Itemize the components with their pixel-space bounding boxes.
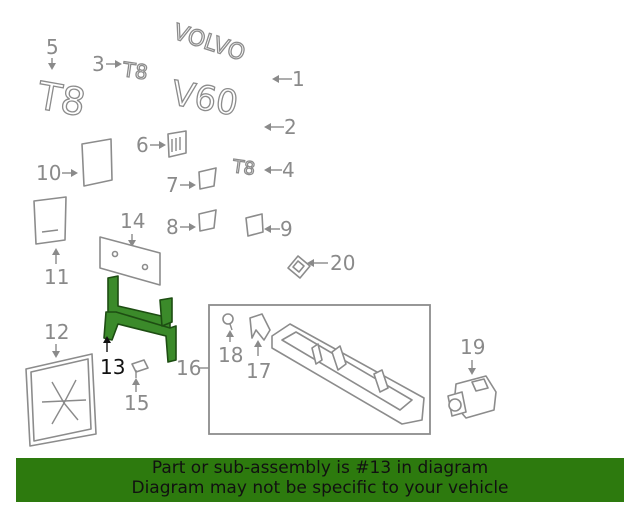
leader-18-arrow (226, 330, 234, 337)
leader-17-arrow (254, 340, 262, 347)
badge-t8-right-text: T8 (230, 156, 256, 180)
part-12-inner (30, 358, 92, 442)
part-9-shape (245, 213, 264, 237)
leader-13-arrow (103, 336, 111, 343)
leader-11-arrow (52, 248, 60, 255)
part-3-t8-small-badge[interactable]: T8 (120, 56, 150, 85)
part-17-seal[interactable] (249, 313, 271, 341)
part-20-clip[interactable] (287, 255, 311, 279)
part-18-head (222, 313, 234, 325)
part-13-upright (159, 297, 173, 327)
part-7-shape (198, 167, 217, 190)
part-11-shape (33, 196, 67, 245)
part-14-hole-2 (141, 263, 149, 271)
part-1-volvo-badge[interactable]: VOLVO (169, 19, 248, 67)
part-14-hole-1 (111, 250, 119, 258)
callout-19: 19 (460, 335, 485, 359)
leader-4-arrow (264, 166, 271, 174)
part-2-v60-badge[interactable]: V60 (168, 73, 242, 125)
part-12-star-bottom (51, 401, 79, 425)
part-9-clip[interactable] (245, 213, 264, 237)
banner-line-2: Diagram may not be specific to your vehi… (131, 478, 509, 498)
part-16-tab-2 (331, 345, 347, 371)
part-17-shape (249, 313, 271, 341)
callout-20: 20 (330, 251, 355, 275)
part-10-cover[interactable] (81, 138, 113, 187)
part-4-t8-badge[interactable]: T8 (230, 155, 257, 180)
part-14-shape (99, 236, 161, 286)
part-8-shape (198, 209, 217, 232)
callout-14: 14 (120, 209, 145, 233)
leader-19-arrow (468, 368, 476, 375)
part-19-lens (448, 398, 462, 412)
badge-v60-text: V60 (168, 73, 240, 124)
leader-5-arrow (48, 63, 56, 70)
part-8-clip[interactable] (198, 209, 217, 232)
callout-18: 18 (218, 343, 243, 367)
badge-volvo-text: VOLVO (170, 20, 248, 67)
callout-1: 1 (292, 67, 305, 91)
part-13-bracket[interactable] (103, 275, 177, 363)
banner-line-1: Part or sub-assembly is #13 in diagram (151, 458, 489, 478)
part-6-shape (167, 130, 187, 158)
leader-7-arrow (189, 181, 196, 189)
part-16-inset-box (208, 304, 431, 435)
leader-12-arrow (52, 351, 60, 358)
part-5-t8-large-badge[interactable]: T8 (33, 73, 90, 126)
leader-20-arrow (307, 259, 314, 267)
callout-6: 6 (136, 133, 149, 157)
part-16-license-lamp[interactable] (271, 323, 425, 425)
part-20-inner (292, 260, 305, 273)
callout-10: 10 (36, 161, 61, 185)
callout-2: 2 (284, 115, 297, 139)
callout-11: 11 (44, 265, 69, 289)
leader-10-arrow (71, 169, 78, 177)
callout-15: 15 (124, 391, 149, 415)
part-13-lower-arm (103, 311, 177, 363)
part-6-emblem[interactable] (167, 130, 187, 158)
callout-7: 7 (166, 173, 179, 197)
part-15-head (131, 359, 149, 373)
part-14-gasket[interactable] (99, 236, 161, 286)
part-16-tab-3 (373, 369, 389, 393)
part-19-camera[interactable] (447, 375, 497, 419)
callout-13: 13 (100, 355, 125, 379)
callout-3: 3 (92, 52, 105, 76)
callout-4: 4 (282, 158, 295, 182)
part-12-emblem-plate[interactable] (25, 353, 97, 447)
part-10-shape (81, 138, 113, 187)
callout-9: 9 (280, 217, 293, 241)
leader-15-arrow (132, 378, 140, 385)
leader-3-arrow (115, 60, 122, 68)
part-15-screw[interactable] (131, 359, 149, 378)
part-16-lens (281, 331, 413, 411)
callout-12: 12 (44, 320, 69, 344)
leader-2-arrow (264, 123, 271, 131)
part-12-star-bar (41, 399, 87, 403)
part-11-cover[interactable] (33, 196, 67, 245)
badge-t8-small-text: T8 (120, 57, 149, 84)
leader-9-arrow (264, 225, 271, 233)
part-19-connector (471, 378, 489, 392)
part-16-tab-1 (311, 343, 323, 365)
badge-t8-large-text: T8 (33, 73, 88, 125)
part-11-detail (41, 229, 59, 233)
info-banner: Part or sub-assembly is #13 in diagram D… (16, 458, 624, 502)
leader-14-arrow (128, 240, 136, 247)
callout-5: 5 (46, 35, 59, 59)
leader-6-arrow (159, 141, 166, 149)
part-7-clip[interactable] (198, 167, 217, 190)
leader-1-arrow (272, 75, 279, 83)
part-18-shank (229, 323, 233, 331)
callout-16: 16 (176, 356, 201, 380)
leader-8-arrow (189, 223, 196, 231)
callout-17: 17 (246, 359, 271, 383)
callout-8: 8 (166, 215, 179, 239)
part-18-screw[interactable] (222, 313, 234, 331)
